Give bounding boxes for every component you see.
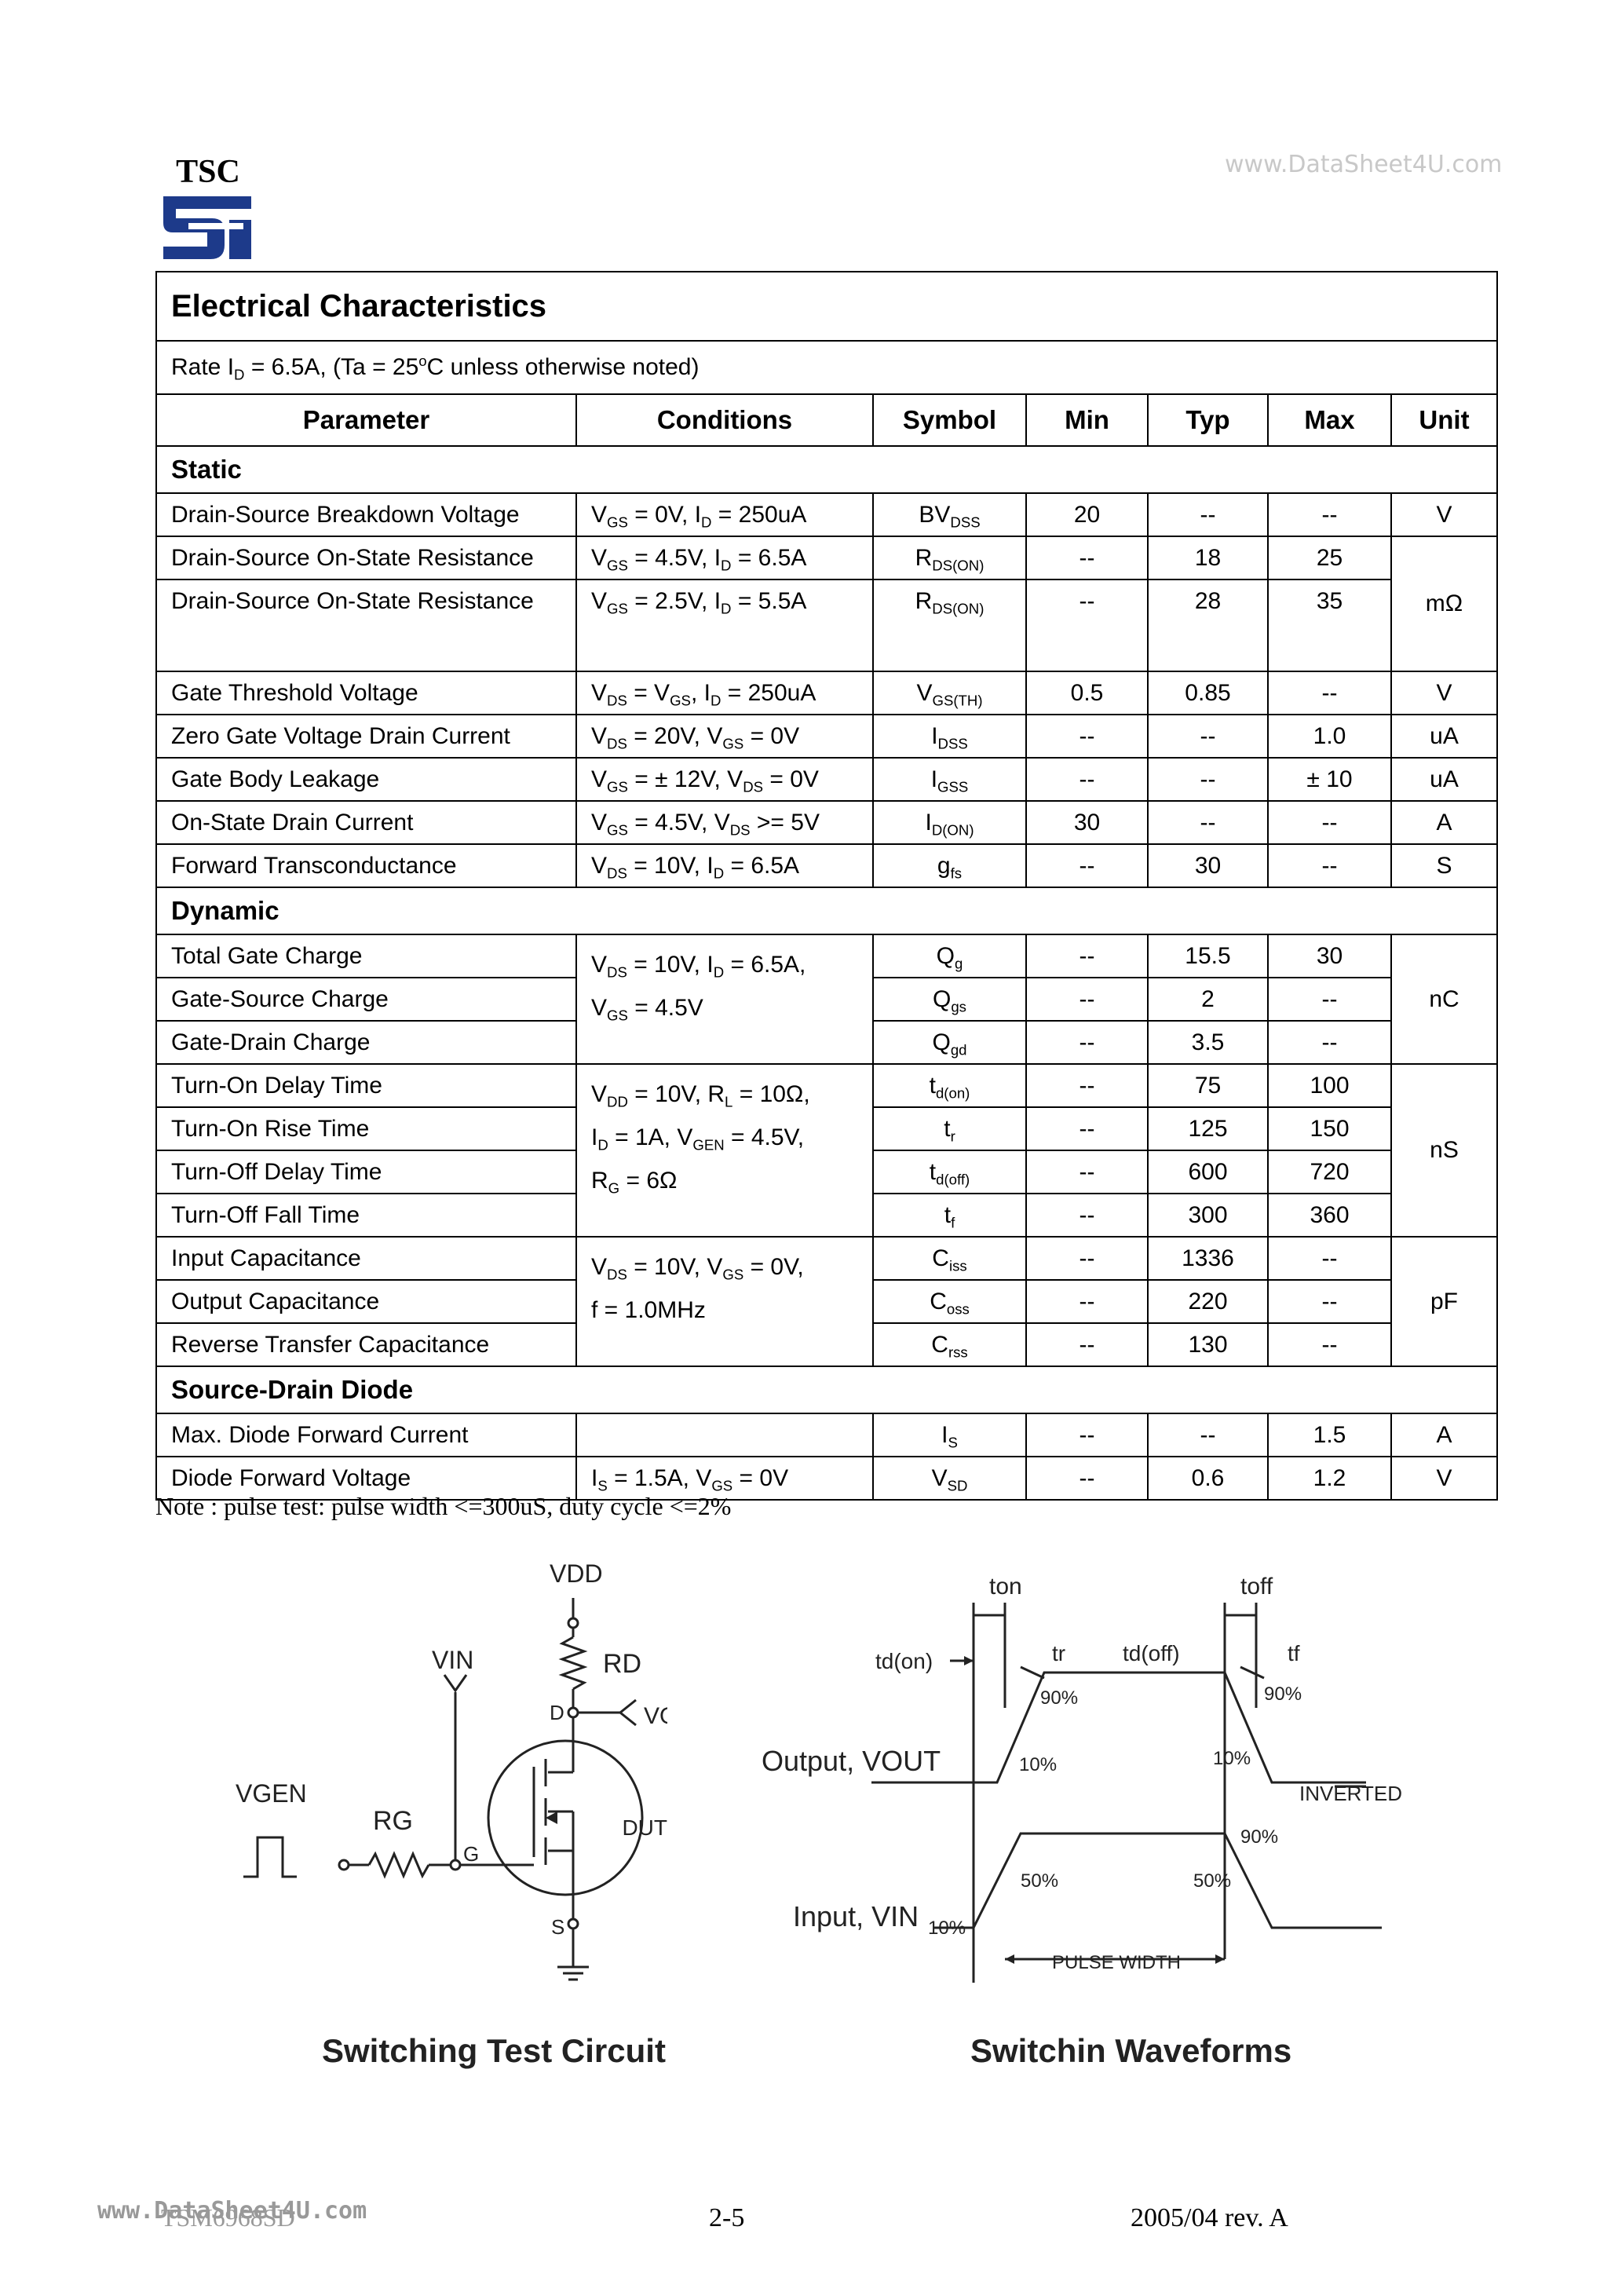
vin-label: VIN: [432, 1646, 473, 1674]
conditions-cell: VDD = 10V, RL = 10Ω, ID = 1A, VGEN = 4.5…: [575, 1063, 874, 1238]
percent-50-label: 50%: [1193, 1870, 1231, 1892]
inverted-label: INVERTED: [1299, 1782, 1402, 1805]
table-row: Max. Diode Forward Current IS -- -- 1.5 …: [155, 1413, 1499, 1457]
table-row: Reverse Transfer Capacitance Crss -- 130…: [155, 1322, 1497, 1367]
table-row: Turn-On Delay Time VDD = 10V, RL = 10Ω, …: [155, 1063, 1499, 1238]
d-label: D: [550, 1701, 564, 1724]
part-number: TSM6968SD: [161, 2203, 295, 2232]
percent-10-label: 10%: [1019, 1754, 1057, 1775]
tdon-label: td(on): [875, 1649, 933, 1673]
table-row: Turn-On Rise Time tr -- 125 150: [155, 1106, 1497, 1151]
table-row: Output Capacitance Coss -- 220 --: [155, 1279, 1497, 1324]
page-number: 2-5: [709, 2203, 745, 2232]
table-row: Zero Gate Voltage Drain Current VDS = 20…: [155, 714, 1499, 759]
table-row: Drain-Source Breakdown Voltage VGS = 0V,…: [155, 492, 1499, 537]
tdoff-label: td(off): [1123, 1641, 1180, 1665]
col-header: Parameter: [155, 393, 577, 447]
vdd-label: VDD: [550, 1559, 603, 1588]
col-header: Conditions: [575, 393, 874, 447]
table-row: On-State Drain Current VGS = 4.5V, VDS >…: [155, 800, 1499, 845]
revision-date: 2005/04 rev. A: [1131, 2203, 1288, 2232]
percent-50-label: 50%: [1021, 1870, 1058, 1892]
toff-label: toff: [1240, 1574, 1273, 1600]
table-row: Drain-Source On-State Resistance VGS = 4…: [155, 536, 1499, 672]
unit-cell: pF: [1390, 1236, 1499, 1367]
tsc-logo: TSC: [157, 155, 259, 267]
input-vin-label: Input, VIN: [793, 1900, 919, 1932]
percent-10-label: 10%: [928, 1918, 966, 1939]
table-row: Gate-Source Charge Qgs -- 2 --: [155, 977, 1497, 1022]
percent-10-label: 10%: [1213, 1748, 1251, 1769]
col-header: Symbol: [872, 393, 1027, 447]
table-title: Electrical Characteristics: [155, 271, 1499, 342]
unit-cell: nC: [1390, 934, 1499, 1065]
g-label: G: [463, 1842, 479, 1866]
output-vout-label: Output, VOUT: [762, 1745, 941, 1777]
tr-label: tr: [1052, 1641, 1065, 1665]
vgen-label: VGEN: [236, 1779, 307, 1808]
table-row: Gate Threshold Voltage VDS = VGS, ID = 2…: [155, 671, 1499, 715]
percent-90-label: 90%: [1264, 1684, 1302, 1705]
col-header: Typ: [1147, 393, 1269, 447]
circuit-caption: Switching Test Circuit: [322, 2032, 666, 2069]
rd-label: RD: [603, 1649, 641, 1679]
s-label: S: [551, 1915, 564, 1939]
rg-label: RG: [373, 1806, 413, 1836]
watermark-url: www.DataSheet4U.com: [1225, 151, 1503, 178]
vout-label: VOUT: [644, 1703, 667, 1729]
table-row: Gate-Drain Charge Qgd -- 3.5 --: [155, 1020, 1497, 1065]
percent-90-label: 90%: [1240, 1826, 1278, 1848]
section-source-drain: Source-Drain Diode: [155, 1366, 1499, 1414]
conditions-cell: VDS = 10V, ID = 6.5A, VGS = 4.5V: [575, 934, 874, 1065]
section-dynamic: Dynamic: [155, 887, 1499, 935]
unit-cell: nS: [1390, 1063, 1499, 1238]
table-row: Gate Body Leakage VGS = ± 12V, VDS = 0V …: [155, 757, 1499, 802]
table-row: Total Gate Charge VDS = 10V, ID = 6.5A, …: [155, 934, 1499, 1065]
logo-mark-icon: [163, 196, 251, 259]
tf-label: tf: [1288, 1641, 1300, 1665]
col-header: Max: [1267, 393, 1392, 447]
section-static: Static: [155, 445, 1499, 494]
table-row: Input Capacitance VDS = 10V, VGS = 0V, f…: [155, 1236, 1499, 1367]
logo-text: TSC: [176, 154, 240, 190]
conditions-cell: VDS = 10V, VGS = 0V, f = 1.0MHz: [575, 1236, 874, 1367]
switching-test-circuit: VDD RD VIN VOUT D VGEN RG G DUT S: [236, 1559, 667, 1981]
unit-cell: mΩ: [1390, 536, 1499, 672]
percent-90-label: 90%: [1040, 1687, 1078, 1709]
footer-watermark: www.DataSheet4U.com: [97, 2197, 367, 2225]
rate-note: Rate ID = 6.5A, (Ta = 25oC unless otherw…: [155, 340, 1499, 395]
table-row: Forward Transconductance VDS = 10V, ID =…: [155, 843, 1499, 888]
switching-waveforms: ton toff td(on) tr td(off) tf 90% 90% 10…: [762, 1574, 1402, 1983]
pulse-width-label: PULSE WIDTH: [1052, 1952, 1181, 1973]
electrical-characteristics-table: Electrical Characteristics Rate ID = 6.5…: [155, 271, 1499, 1501]
table-row: Turn-Off Fall Time tf -- 300 360: [155, 1193, 1497, 1238]
table-row: Turn-Off Delay Time td(off) -- 600 720: [155, 1150, 1497, 1194]
table-row: Drain-Source On-State Resistance VGS = 2…: [155, 579, 1497, 672]
pulse-test-note: Note : pulse test: pulse width <=300uS, …: [155, 1492, 732, 1520]
ton-label: ton: [989, 1574, 1022, 1600]
table-header-row: Parameter Conditions Symbol Min Typ Max …: [155, 393, 1499, 447]
col-header: Min: [1025, 393, 1149, 447]
table-row: Diode Forward Voltage IS = 1.5A, VGS = 0…: [155, 1456, 1499, 1501]
col-header: Unit: [1390, 393, 1499, 447]
waveform-caption: Switchin Waveforms: [970, 2032, 1292, 2069]
dut-label: DUT: [622, 1815, 667, 1840]
